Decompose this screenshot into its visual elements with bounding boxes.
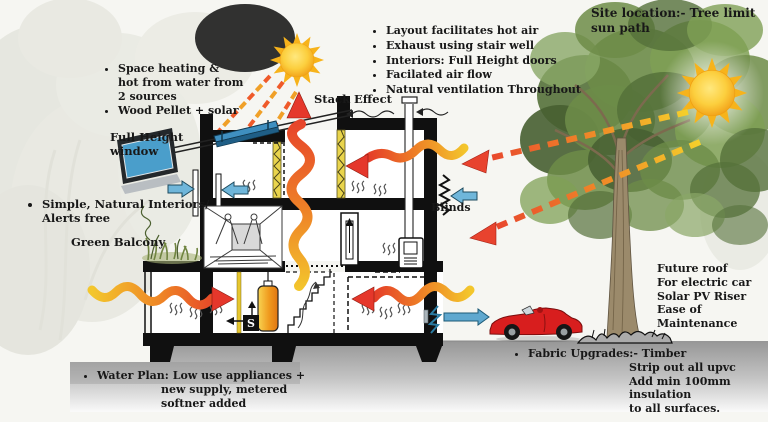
tree-root-mound <box>576 328 673 344</box>
fhw-line: window <box>110 144 159 159</box>
interiors-line: Simple, Natural Interiors/ <box>42 197 210 211</box>
solar-panel <box>213 120 280 148</box>
water-plan-line: softner added <box>161 396 247 410</box>
future-roof-line: For electric car <box>657 275 752 289</box>
pellet-stove <box>398 96 424 269</box>
list-item: Facilated air flow <box>386 68 581 82</box>
water-plan-line: Low use appliances + <box>172 369 306 382</box>
s-tag-label: S <box>247 317 255 330</box>
list-item: Simple, Natural Interiors/ Alerts free <box>42 197 209 226</box>
vent-riser <box>340 212 359 266</box>
fabric-upgrades-label: Fabric Upgrades:- Timber Strip out all u… <box>514 347 768 417</box>
list-item: Exhaust using stair well <box>386 39 581 53</box>
interiors-line: Alerts free <box>42 211 111 226</box>
list-item: Fabric Upgrades:- Timber Strip out all u… <box>528 347 768 416</box>
future-roof-line: Solar PV Riser <box>657 289 747 303</box>
interior-perspective-sketch <box>203 205 283 269</box>
staircase <box>287 269 331 333</box>
water-plan-lead: Water Plan: <box>97 369 169 382</box>
heat-ribbon-ground-left <box>87 282 235 312</box>
site-location-text: Site location:- Tree limit sun path <box>591 6 756 35</box>
sun-icon-mid <box>270 33 324 87</box>
list-item: Space heating & hot from water from 2 so… <box>118 62 243 103</box>
car-supply-arrow <box>423 305 490 334</box>
fabric-line: Strip out all upvc <box>629 360 736 374</box>
ventilation-list: Layout facilitates hot air Exhaust using… <box>372 24 581 98</box>
water-plan-label: Water Plan: Low use appliances + new sup… <box>83 369 305 411</box>
sun-ray-dashed-arrows <box>461 109 702 246</box>
stack-effect-label: Stack Effect <box>314 92 392 106</box>
heating-list: Space heating & hot from water from 2 so… <box>104 62 243 119</box>
stack-effect-text: Stack Effect <box>314 92 392 106</box>
future-roof-label: Future roof For electric car Solar PV Ri… <box>657 262 768 331</box>
roof-vent-air-waves <box>346 108 449 118</box>
full-height-window-icon <box>117 128 181 194</box>
blinds-label: Blinds <box>431 201 471 215</box>
full-height-window-label: Full Height window <box>110 130 183 159</box>
tree-trunk <box>606 137 641 339</box>
house-section: S <box>143 96 449 362</box>
heating-line: 2 sources <box>118 89 177 103</box>
interiors-label: Simple, Natural Interiors/ Alerts free <box>28 197 209 227</box>
heating-line: Space heating & <box>118 62 220 75</box>
fabric-line: Timber <box>641 347 687 360</box>
background-tree-watermark <box>0 0 768 355</box>
fabric-line: to all surfaces. <box>629 402 721 415</box>
electric-car <box>489 305 583 342</box>
list-item: Wood Pellet + solar <box>118 104 243 118</box>
stack-effect-ribbon <box>286 91 315 291</box>
list-item: Layout facilitates hot air <box>386 24 581 38</box>
green-balcony-label: Green Balcony <box>71 235 165 249</box>
ground <box>70 340 768 412</box>
green-balcony-text: Green Balcony <box>71 235 166 249</box>
hot-water-cylinder: S <box>226 271 279 334</box>
heating-line: hot from water from <box>118 75 244 89</box>
water-plan-line: new supply, metered <box>161 382 288 396</box>
blinds-text: Blinds <box>431 201 471 214</box>
future-roof-line: Ease of Maintenance <box>657 303 738 330</box>
list-item: Interiors: Full Height doors <box>386 54 581 68</box>
insulation-strips <box>272 129 346 199</box>
list-item: Water Plan: Low use appliances + new sup… <box>97 369 305 410</box>
heat-ribbon-top-right <box>345 139 469 179</box>
fabric-line: Add min 100mm insulation <box>629 374 731 402</box>
list-item: Natural ventilation Throughout <box>386 83 581 97</box>
fabric-lead: Fabric Upgrades:- <box>528 347 638 360</box>
s-tag-box <box>243 315 259 331</box>
blinds-icon <box>437 174 452 216</box>
site-location-label: Site location:- Tree limit sun path <box>591 6 768 36</box>
fhw-line: Full Height <box>110 130 184 144</box>
sun-icon-right <box>676 57 748 129</box>
future-roof-line: Future roof <box>657 262 728 275</box>
heat-ribbon-ground-right <box>351 282 475 312</box>
green-balcony-plants <box>140 205 202 264</box>
